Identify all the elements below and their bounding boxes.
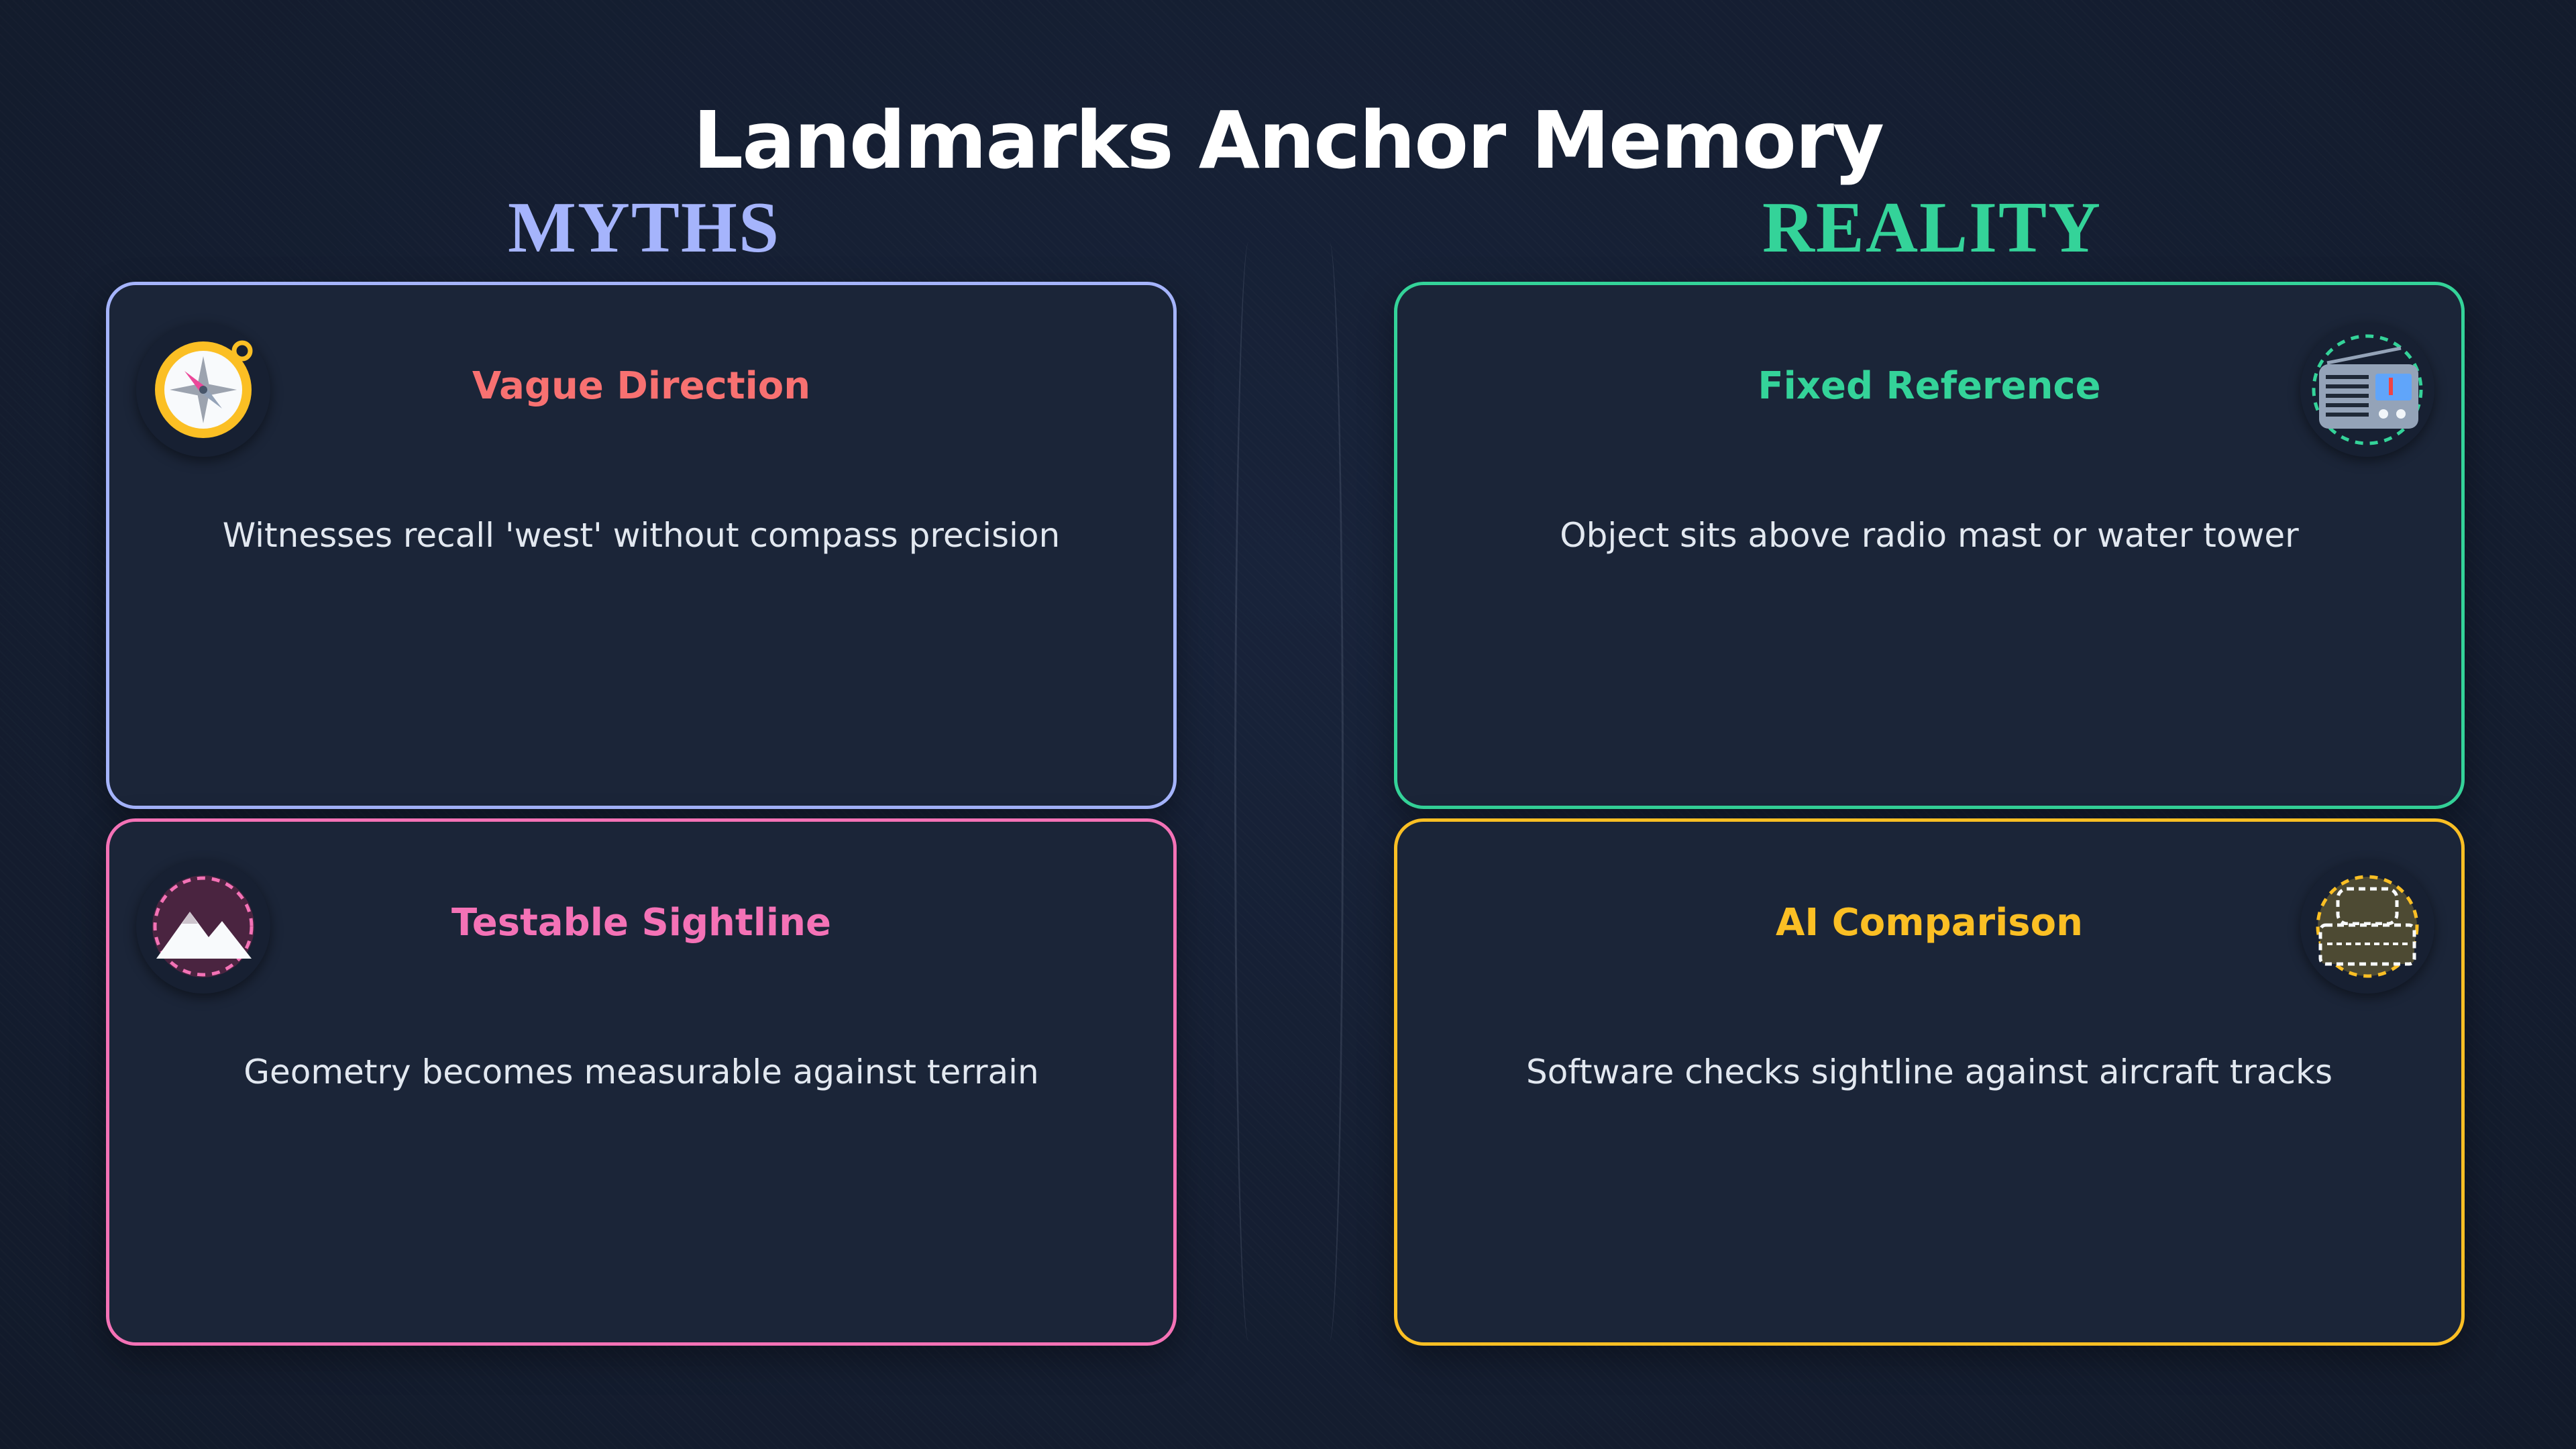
card-vague-direction: Vague Direction Witnesses recall 'west' …: [106, 282, 1177, 809]
card-body: Object sits above radio mast or water to…: [1560, 516, 2299, 555]
mountain-icon: [136, 859, 270, 994]
card-testable-sightline: Testable Sightline Geometry becomes meas…: [106, 818, 1177, 1346]
card-ai-comparison: AI Comparison Software checks sightline …: [1394, 818, 2465, 1346]
sofa-icon: [2300, 859, 2434, 994]
card-title: Testable Sightline: [451, 901, 831, 945]
card-title: Fixed Reference: [1758, 364, 2101, 408]
center-divider-left: [1234, 241, 1263, 1342]
center-divider-right: [1315, 241, 1344, 1342]
card-body: Geometry becomes measurable against terr…: [244, 1053, 1039, 1091]
card-body: Witnesses recall 'west' without compass …: [222, 516, 1061, 555]
card-title: AI Comparison: [1776, 901, 2083, 945]
card-fixed-reference: Fixed Reference Object sits above radio …: [1394, 282, 2465, 809]
myths-heading: MYTHS: [507, 188, 781, 268]
compass-icon: [136, 323, 270, 457]
page-title: Landmarks Anchor Memory: [692, 94, 1884, 186]
reality-heading: REALITY: [1762, 188, 2102, 268]
card-body: Software checks sightline against aircra…: [1525, 1053, 2333, 1091]
card-title: Vague Direction: [472, 364, 811, 408]
radio-icon: [2300, 323, 2434, 457]
